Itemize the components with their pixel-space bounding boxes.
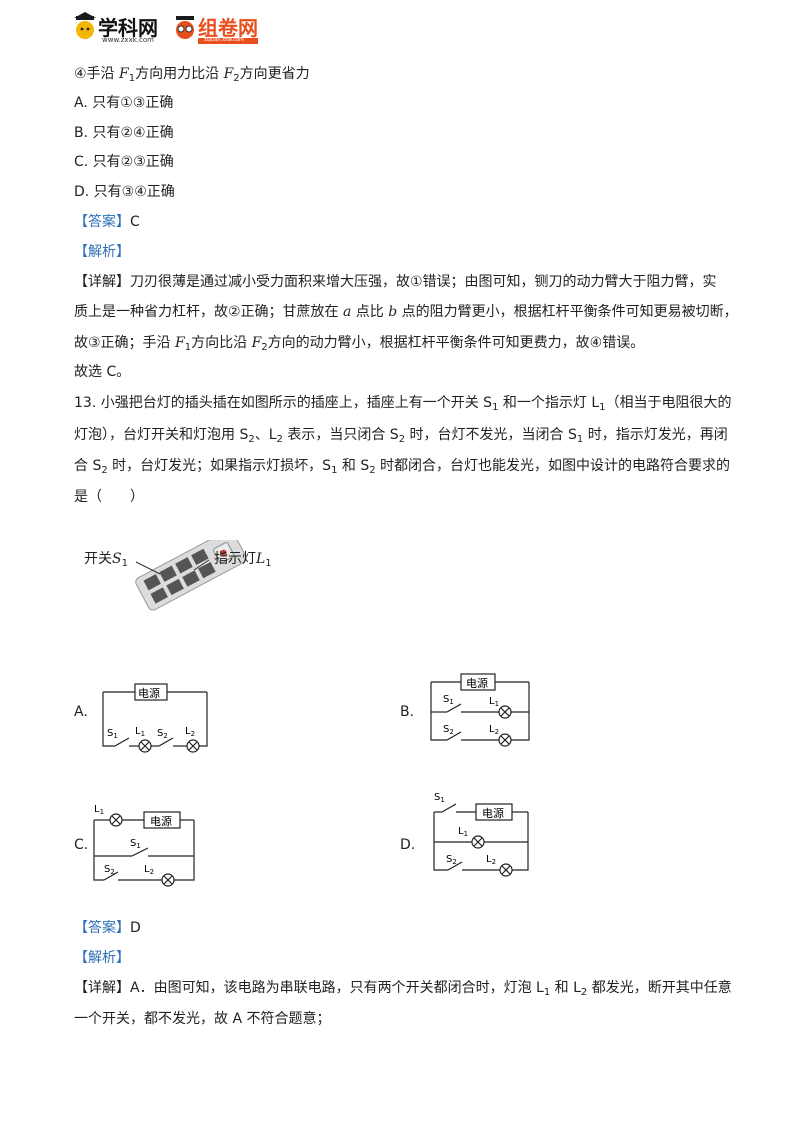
circuit-b-diagram: 电源 S1 L1 S2 L2 xyxy=(430,673,530,747)
switch-label: 开关S1 xyxy=(84,551,128,569)
circuit-d-l1: L1 xyxy=(458,826,468,838)
circuit-d-s1: S1 xyxy=(434,792,445,804)
power-strip-figure: 开关S1 指示灯L1 xyxy=(84,529,304,630)
option-a: A. 只有①③正确 xyxy=(74,95,174,111)
circuit-b-source-label: 电源 xyxy=(466,676,488,690)
logo2-name: 组卷网 xyxy=(198,16,258,40)
circuit-b-l2: L2 xyxy=(489,724,499,736)
logo1-url: www.zxxk.com xyxy=(102,36,154,44)
logo-graphic xyxy=(74,12,258,44)
circuit-d-l2: L2 xyxy=(486,854,496,866)
circuit-b-s2: S2 xyxy=(443,724,454,736)
circuit-b-l1: L1 xyxy=(489,696,499,708)
option-d: D. 只有③④正确 xyxy=(74,184,175,200)
q13-detail-line2: 一个开关，都不发光，故 A 不符合题意； xyxy=(74,1011,331,1027)
circuit-a-letter: A. xyxy=(74,704,88,720)
circuit-a-s1: S1 xyxy=(107,728,118,740)
q12-detail-line3: 故③正确；手沿 F1方向比沿 F2方向的动力臂小，根据杠杆平衡条件可知更费力，故… xyxy=(74,335,645,353)
circuit-b-s1: S1 xyxy=(443,694,454,706)
q13-line1: 13. 小强把台灯的插头插在如图所示的插座上，插座上有一个开关 S1 和一个指示… xyxy=(74,395,732,413)
logo1-name: 学科网 xyxy=(98,16,158,40)
logo2-url: zujuan.xkw.com xyxy=(204,37,244,43)
circuit-a-l1: L1 xyxy=(135,726,145,738)
q12-answer: 【答案】C xyxy=(74,214,140,230)
indicator-label: 指示灯L1 xyxy=(214,551,272,569)
circuit-d-s2: S2 xyxy=(446,854,457,866)
option-b: B. 只有②④正确 xyxy=(74,125,174,141)
option-c: C. 只有②③正确 xyxy=(74,154,174,170)
q12-detail-line2: 质上是一种省力杠杆，故②正确；甘蔗放在 a 点比 b 点的阻力臂更小，根据杠杆平… xyxy=(74,304,738,320)
circuit-d-source-label: 电源 xyxy=(482,806,504,820)
q12-detail-line1: 【详解】刀刃很薄是通过减小受力面积来增大压强，故①错误；由图可知，铡刀的动力臂大… xyxy=(74,274,717,290)
circuit-d-letter: D. xyxy=(400,837,416,853)
circuit-c-s1: S1 xyxy=(130,838,141,850)
circuit-d-diagram: 电源 S1 L1 S2 L2 xyxy=(433,792,529,877)
header-logos: 学科网 www.zxxk.com 组卷网 zujuan.xkw.com xyxy=(72,8,272,48)
q13-analysis-label: 【解析】 xyxy=(74,950,130,966)
q13-detail-line1: 【详解】A．由图可知，该电路为串联电路，只有两个开关都闭合时，灯泡 L1 和 L… xyxy=(74,980,732,998)
q13-answer: 【答案】D xyxy=(74,920,141,936)
circuit-a-l2: L2 xyxy=(185,726,195,738)
zujuan-mascot-icon xyxy=(176,16,194,39)
q12-conclusion: 故选 C。 xyxy=(74,364,131,380)
q13-line2: 灯泡），台灯开关和灯泡用 S2、L2 表示，当只闭合 S2 时，台灯不发光，当闭… xyxy=(74,427,728,445)
circuit-a-diagram: 电源 S1 L1 S2 L2 xyxy=(102,683,208,753)
power-strip-icon xyxy=(135,529,247,611)
circuit-c-l2: L2 xyxy=(144,864,154,876)
zxxk-mascot-icon xyxy=(74,12,96,39)
circuit-c-s2: S2 xyxy=(104,864,115,876)
circuit-c-letter: C. xyxy=(74,837,89,853)
circuit-b-letter: B. xyxy=(400,704,415,720)
circuit-c-l1: L1 xyxy=(94,804,104,816)
circuit-a-s2: S2 xyxy=(157,728,168,740)
circuit-c-diagram: 电源 L1 S1 S2 L2 xyxy=(93,804,195,887)
zujuan-ribbon xyxy=(198,38,258,44)
circuit-c-source-label: 电源 xyxy=(150,814,172,828)
circuit-a-source-label: 电源 xyxy=(138,686,160,700)
q12-analysis-label: 【解析】 xyxy=(74,244,130,260)
statement-4: ④手沿 F1方向用力比沿 F2方向更省力 xyxy=(74,66,310,84)
q13-line3: 合 S2 时，台灯发光；如果指示灯损坏，S1 和 S2 时都闭合，台灯也能发光，… xyxy=(74,458,731,476)
q13-line4: 是（ ） xyxy=(74,489,144,505)
